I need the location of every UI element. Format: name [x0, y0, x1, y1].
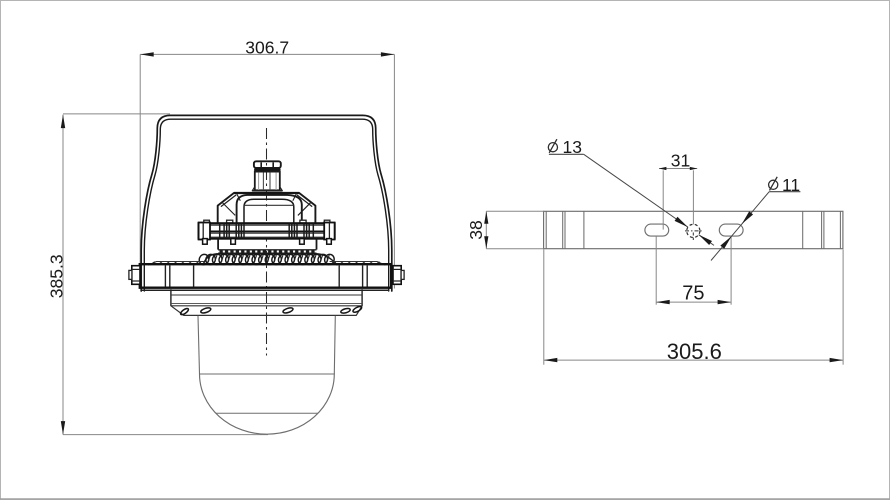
svg-text:385.3: 385.3 — [46, 254, 66, 298]
svg-text:11: 11 — [782, 175, 800, 195]
svg-text:38: 38 — [466, 220, 486, 239]
svg-text:75: 75 — [682, 283, 704, 305]
svg-text:31: 31 — [671, 150, 690, 170]
svg-text:306.7: 306.7 — [245, 37, 289, 57]
svg-text:305.6: 305.6 — [667, 339, 722, 364]
svg-text:13: 13 — [563, 137, 582, 157]
